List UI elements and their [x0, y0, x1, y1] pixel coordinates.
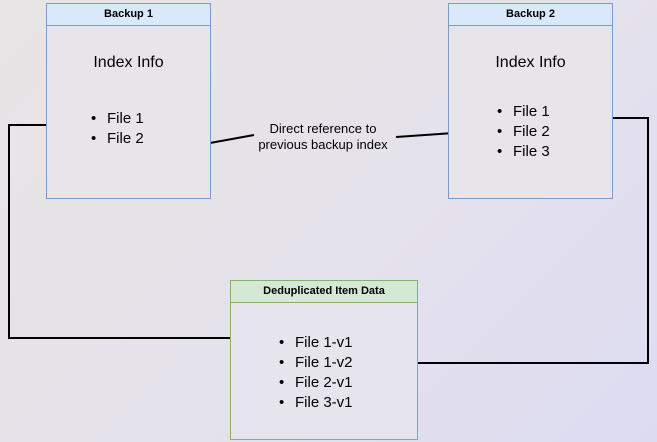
direct-reference-label-line-2: previous backup index	[258, 137, 388, 152]
list-item: File 2	[497, 122, 550, 142]
backup-1-header: Backup 1	[47, 4, 210, 26]
list-item: File 2	[91, 129, 144, 149]
backup-1-index-label: Index Info	[93, 54, 164, 71]
direct-reference-label: Direct reference to previous backup inde…	[248, 121, 398, 153]
backup-1-file-list: File 1 File 2	[91, 109, 144, 149]
backup-2-body: Index Info File 1 File 2 File 3	[449, 26, 612, 198]
direct-reference-label-line-1: Direct reference to	[269, 121, 377, 136]
list-item: File 1	[91, 109, 144, 129]
deduplicated-item-data-node[interactable]: Deduplicated Item Data File 1-v1 File 1-…	[230, 280, 418, 440]
backup-2-file-list: File 1 File 2 File 3	[497, 102, 550, 162]
deduplicated-item-data-body: File 1-v1 File 1-v2 File 2-v1 File 3-v1	[231, 303, 417, 439]
deduplicated-file-list: File 1-v1 File 1-v2 File 2-v1 File 3-v1	[279, 333, 353, 413]
list-item: File 3	[497, 142, 550, 162]
list-item: File 1-v1	[279, 333, 353, 353]
backup-2-index-label: Index Info	[495, 54, 566, 71]
backup-2-header: Backup 2	[449, 4, 612, 26]
list-item: File 3-v1	[279, 393, 353, 413]
list-item: File 1-v2	[279, 353, 353, 373]
list-item: File 2-v1	[279, 373, 353, 393]
backup-1-body: Index Info File 1 File 2	[47, 26, 210, 198]
backup-1-node[interactable]: Backup 1 Index Info File 1 File 2	[46, 3, 211, 199]
backup-2-node[interactable]: Backup 2 Index Info File 1 File 2 File 3	[448, 3, 613, 199]
list-item: File 1	[497, 102, 550, 122]
deduplicated-item-data-header: Deduplicated Item Data	[231, 281, 417, 303]
